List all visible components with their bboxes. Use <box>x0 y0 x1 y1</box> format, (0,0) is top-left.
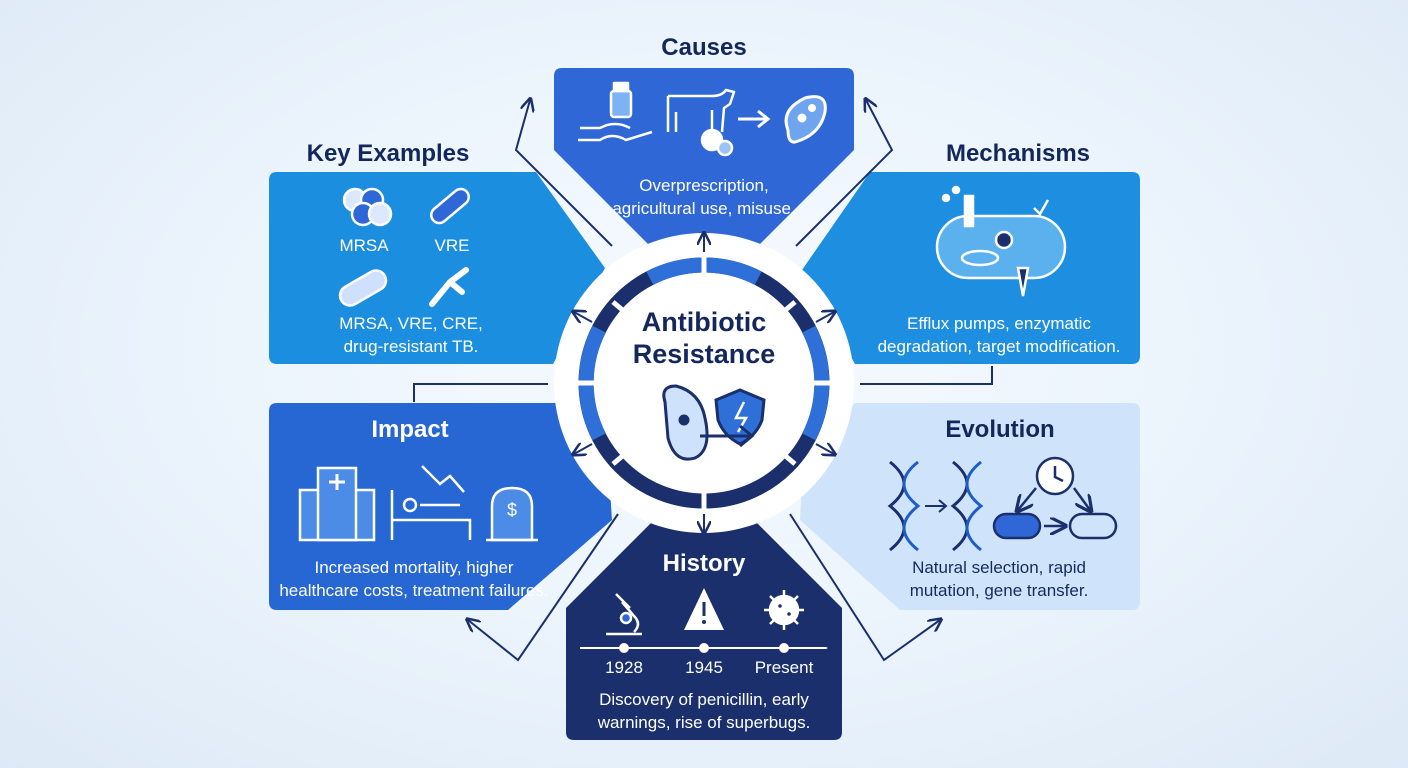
causes-heading: Causes <box>661 34 747 61</box>
causes-description: Overprescription, agricultural use, misu… <box>580 174 828 220</box>
causes-description-line1: Overprescription, <box>639 176 769 195</box>
history-description: Discovery of penicillin, early warnings,… <box>578 688 830 734</box>
bacterium-shield-icon <box>662 384 766 461</box>
evolution-description-line1: Natural selection, rapid <box>912 558 1086 577</box>
mechanisms-description: Efflux pumps, enzymatic degradation, tar… <box>862 312 1136 358</box>
center-title-line2: Resistance <box>632 339 776 369</box>
arrow-right-icon <box>738 109 771 129</box>
center-title-line1: Antibiotic <box>641 307 767 337</box>
mrsa-cocci-icon <box>342 187 393 227</box>
dna-icon <box>887 460 984 552</box>
bacterial-cell-icon <box>935 185 1067 297</box>
impact-description-line2: healthcare costs, treatment failures. <box>279 581 549 600</box>
evolution-heading: Evolution <box>945 416 1055 443</box>
evolution-description: Natural selection, rapid mutation, gene … <box>870 556 1128 602</box>
vre-label: VRE <box>434 236 470 255</box>
causes-description-line2: agricultural use, misuse. <box>612 199 796 218</box>
dollar-icon: $ <box>507 500 517 520</box>
timeline-label-1945: 1945 <box>685 658 723 677</box>
hospital-icon <box>298 466 376 542</box>
tb-bacterium-icon <box>429 267 469 307</box>
impact-heading: Impact <box>371 416 449 443</box>
key-examples-description: MRSA, VRE, CRE, drug-resistant TB. <box>292 312 530 358</box>
impact-panel <box>269 403 612 610</box>
microscope-icon <box>606 593 642 636</box>
mechanisms-heading: Mechanisms <box>945 140 1091 167</box>
evolution-panel <box>800 403 1140 610</box>
hand-pill-icon <box>578 81 653 142</box>
patient-bed-icon <box>390 465 472 540</box>
mechanisms-description-line2: degradation, target modification. <box>877 337 1121 356</box>
cre-bacterium-icon <box>338 269 388 307</box>
mechanisms-description-line1: Efflux pumps, enzymatic <box>907 314 1091 333</box>
key-examples-description-line1: MRSA, VRE, CRE, <box>339 314 483 333</box>
history-description-line2: warnings, rise of superbugs. <box>597 713 811 732</box>
cow-icon <box>666 88 736 157</box>
ring-arrows <box>574 234 834 532</box>
tombstone-icon <box>486 486 538 542</box>
center-title: Antibiotic Resistance <box>604 306 804 370</box>
timeline-label-1928: 1928 <box>605 658 643 677</box>
history-heading: History <box>662 550 746 577</box>
vre-bacillus-icon <box>430 187 470 225</box>
cycle-arrows <box>413 100 993 662</box>
clock-cycle-icon <box>992 456 1118 540</box>
virus-icon <box>764 590 804 630</box>
warning-icon <box>684 588 724 630</box>
evolution-description-line2: mutation, gene transfer. <box>909 581 1089 600</box>
history-timeline <box>580 643 828 653</box>
timeline-label-present: Present <box>754 658 814 677</box>
key-examples-heading: Key Examples <box>306 140 470 167</box>
impact-description: Increased mortality, higher healthcare c… <box>272 556 556 602</box>
impact-description-line1: Increased mortality, higher <box>314 558 514 577</box>
mrsa-label: MRSA <box>339 236 389 255</box>
key-examples-description-line2: drug-resistant TB. <box>343 337 479 356</box>
bacterium-icon <box>784 95 827 144</box>
history-description-line1: Discovery of penicillin, early <box>599 690 809 709</box>
